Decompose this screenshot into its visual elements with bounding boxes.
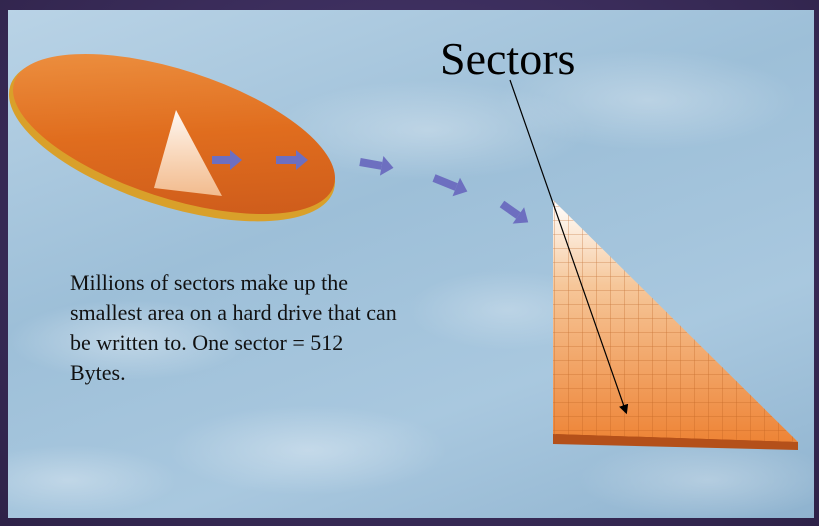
slide-title: Sectors <box>440 33 576 84</box>
caption-line: smallest area on a hard drive that can <box>70 300 397 325</box>
diagram-art <box>8 53 798 450</box>
caption-line: Millions of sectors make up the <box>70 270 349 295</box>
flow-arrows <box>212 150 529 224</box>
highlighted-sector-wedge <box>154 110 222 196</box>
flow-arrow <box>276 150 308 170</box>
caption-line: Bytes. <box>70 360 126 385</box>
flow-arrow <box>359 155 394 176</box>
pointer-arrow <box>509 79 629 415</box>
slide-canvas: Sectors Millions of sectors make up the … <box>8 10 814 518</box>
caption-text: Millions of sectors make up the smallest… <box>70 268 510 388</box>
sector-slab <box>553 200 798 450</box>
flow-arrow <box>499 200 529 224</box>
platter-disk <box>8 53 336 222</box>
flow-arrow <box>212 150 242 170</box>
flow-arrow <box>432 174 468 197</box>
caption-line: be written to. One sector = 512 <box>70 330 344 355</box>
